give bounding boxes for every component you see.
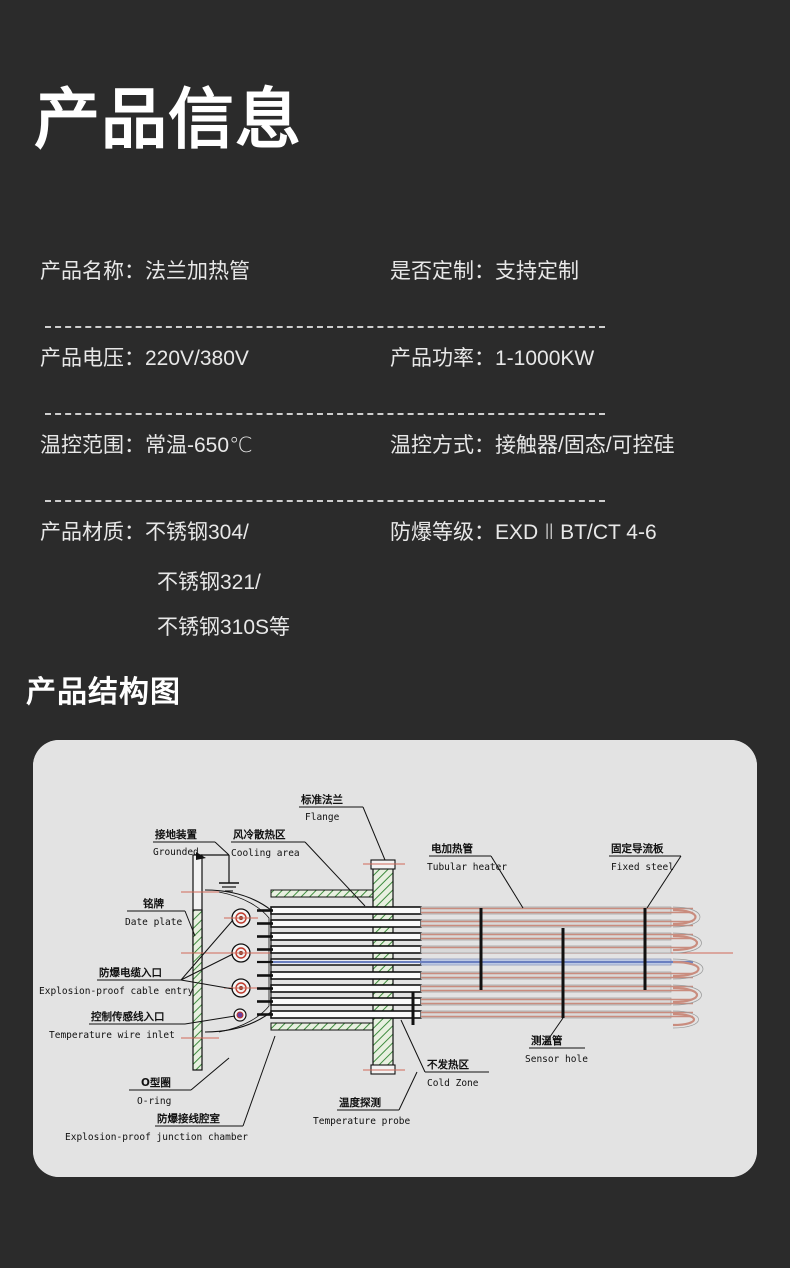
spec-divider [45, 326, 605, 328]
structure-diagram: 标准法兰 Flange 接地装置 Grounded 风冷散热区 Cooling … [33, 740, 757, 1177]
annotation-tubular-heater: 电加热管 Tubular heater [427, 842, 524, 909]
spec-customizable: 是否定制：支持定制 [390, 258, 579, 286]
annotation-en: O-ring [137, 1096, 171, 1107]
spec-value: 法兰加热管 [145, 260, 250, 283]
spec-material-line-3: 不锈钢310S等 [157, 616, 291, 639]
spec-row: 产品名称：法兰加热管 是否定制：支持定制 [0, 258, 790, 302]
annotation-o-ring: O型圈 O-ring [129, 1057, 230, 1107]
annotation-en: Temperature probe [313, 1116, 411, 1127]
spec-temp-range: 温控范围：常温-650℃ [40, 432, 253, 460]
spec-label: 温控方式： [390, 434, 495, 457]
spec-material: 产品材质：不锈钢304/ [40, 519, 249, 547]
annotation-flange: 标准法兰 Flange [299, 793, 386, 861]
spec-value: EXD Ⅱ BT/CT 4-6 [495, 521, 657, 544]
spec-divider [45, 500, 605, 502]
structure-diagram-card: 标准法兰 Flange 接地装置 Grounded 风冷散热区 Cooling … [33, 740, 757, 1177]
spec-voltage: 产品电压：220V/380V [40, 345, 249, 373]
spec-table: 产品名称：法兰加热管 是否定制：支持定制 产品电压：220V/380V 产品功率… [0, 258, 790, 639]
annotation-fixed-steel: 固定导流板 Fixed steel [609, 842, 682, 909]
spec-value: 1-1000KW [495, 347, 595, 370]
spec-divider [45, 413, 605, 415]
spec-product-name: 产品名称：法兰加热管 [40, 258, 250, 286]
annotation-cn: 标准法兰 [300, 793, 343, 806]
annotation-cn: 防爆接线腔室 [157, 1112, 220, 1125]
spec-explosion-grade: 防爆等级：EXD Ⅱ BT/CT 4-6 [390, 519, 657, 547]
annotation-en: Flange [305, 812, 340, 823]
page-title: 产品信息 [34, 82, 302, 156]
annotation-en: Temperature wire inlet [49, 1030, 175, 1041]
annotation-wire-inlet: 控制传感线入口 Temperature wire inlet [49, 1010, 236, 1041]
annotation-en: Date plate [125, 917, 182, 928]
annotation-en: Cold Zone [427, 1078, 479, 1089]
spec-label: 产品电压： [40, 347, 145, 370]
spec-label: 温控范围： [40, 434, 145, 457]
spec-control-mode: 温控方式：接触器/固态/可控硅 [390, 432, 675, 460]
annotation-cn: O型圈 [141, 1076, 171, 1089]
spec-value: 220V/380V [145, 347, 249, 370]
ground-symbol [196, 852, 239, 892]
spec-value: 接触器/固态/可控硅 [495, 434, 675, 457]
annotation-cn: 不发热区 [427, 1058, 469, 1071]
annotation-cn: 控制传感线入口 [91, 1010, 165, 1023]
spec-power: 产品功率：1-1000KW [390, 345, 594, 373]
annotation-en: Grounded [153, 847, 199, 858]
annotation-cn: 防爆电缆入口 [99, 966, 162, 979]
annotation-en: Sensor hole [525, 1054, 588, 1065]
cable-gland [224, 908, 258, 928]
spec-value: 不锈钢304/ [145, 521, 249, 544]
annotation-cold-zone: 不发热区 Cold Zone [400, 1019, 489, 1089]
annotation-en: Tubular heater [427, 862, 507, 873]
annotation-cn: 铭牌 [143, 897, 164, 910]
spec-label: 是否定制： [390, 260, 495, 283]
spec-material-line-2: 不锈钢321/ [157, 571, 261, 594]
spec-label: 防爆等级： [390, 521, 495, 544]
annotation-cn: 接地装置 [155, 828, 197, 841]
annotation-date-plate: 铭牌 Date plate [125, 897, 196, 937]
u-bend-outline [672, 906, 704, 1029]
spec-value: 常温-650℃ [145, 434, 253, 457]
annotation-en: Explosion-proof cable entry [39, 986, 194, 997]
annotation-cn: 风冷散热区 [233, 828, 286, 841]
cable-gland-small [233, 1008, 247, 1022]
u-bend-loops [672, 908, 700, 1027]
annotation-en: Explosion-proof junction chamber [65, 1132, 248, 1143]
annotation-cn: 固定导流板 [611, 842, 664, 855]
annotation-cable-entry: 防爆电缆入口 Explosion-proof cable entry [39, 919, 234, 997]
spec-value: 支持定制 [495, 260, 579, 283]
annotation-grounded: 接地装置 Grounded [153, 828, 230, 858]
spec-row: 产品电压：220V/380V 产品功率：1-1000KW [0, 345, 790, 389]
annotation-cooling-area: 风冷散热区 Cooling area [231, 828, 366, 907]
spec-row: 温控范围：常温-650℃ 温控方式：接触器/固态/可控硅 [0, 432, 790, 476]
heating-tube-bundle [270, 906, 693, 1019]
baffle-plates [411, 908, 647, 1025]
terminal-pins [257, 909, 273, 1016]
spec-row: 产品材质：不锈钢304/ 防爆等级：EXD Ⅱ BT/CT 4-6 [0, 519, 790, 563]
spec-label: 产品功率： [390, 347, 495, 370]
annotation-cn: 电加热管 [431, 842, 473, 855]
annotation-sensor-hole: 测温管 Sensor hole [525, 1017, 588, 1065]
structure-section-title: 产品结构图 [26, 676, 181, 709]
spec-label: 产品材质： [40, 521, 145, 544]
annotation-cn: 温度探测 [339, 1096, 381, 1109]
annotation-en: Fixed steel [611, 862, 674, 873]
annotation-junction-chamber: 防爆接线腔室 Explosion-proof junction chamber [65, 1035, 276, 1143]
spec-label: 产品名称： [40, 260, 145, 283]
annotation-temperature-probe: 温度探测 Temperature probe [313, 1071, 418, 1127]
annotation-en: Cooling area [231, 848, 300, 859]
